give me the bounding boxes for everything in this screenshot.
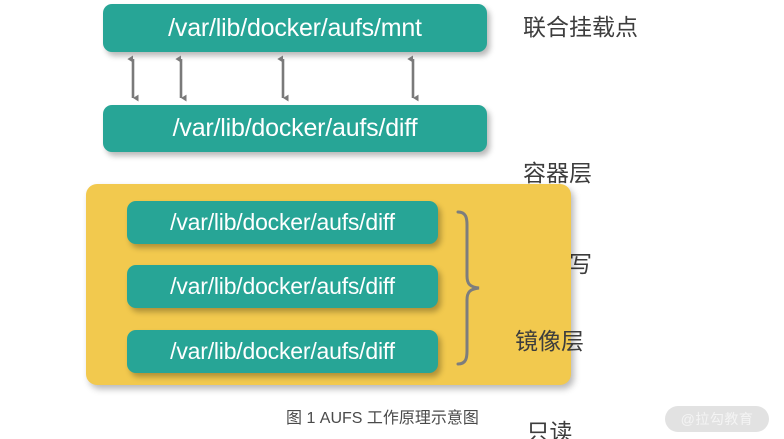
image-layer-box-2: /var/lib/docker/aufs/diff xyxy=(127,265,438,308)
image-layer-annotation-line1: 镜像层 xyxy=(515,327,584,354)
watermark: @拉勾教育 xyxy=(665,406,769,432)
mount-point-annotation: 联合挂载点 xyxy=(523,14,638,40)
image-layer-annotation-line2: 只读 xyxy=(526,418,573,439)
bidirectional-arrows-group xyxy=(127,55,419,102)
figure-caption: 图 1 AUFS 工作原理示意图 xyxy=(286,410,479,427)
image-layer-annotation: 镜像层 只读 xyxy=(515,265,584,439)
container-layer-path: /var/lib/docker/aufs/diff xyxy=(172,114,418,142)
image-layer-box-1: /var/lib/docker/aufs/diff xyxy=(127,201,438,244)
image-layer-brace xyxy=(456,210,480,366)
image-layer-path-3: /var/lib/docker/aufs/diff xyxy=(170,338,395,364)
mount-point-box: /var/lib/docker/aufs/mnt xyxy=(103,4,487,52)
image-layer-path-2: /var/lib/docker/aufs/diff xyxy=(170,273,395,299)
mount-point-path: /var/lib/docker/aufs/mnt xyxy=(168,13,422,42)
container-layer-annotation-line1: 容器层 xyxy=(523,159,592,186)
image-layer-path-1: /var/lib/docker/aufs/diff xyxy=(170,209,395,235)
container-layer-box: /var/lib/docker/aufs/diff xyxy=(103,105,487,152)
image-layer-box-3: /var/lib/docker/aufs/diff xyxy=(127,330,438,373)
